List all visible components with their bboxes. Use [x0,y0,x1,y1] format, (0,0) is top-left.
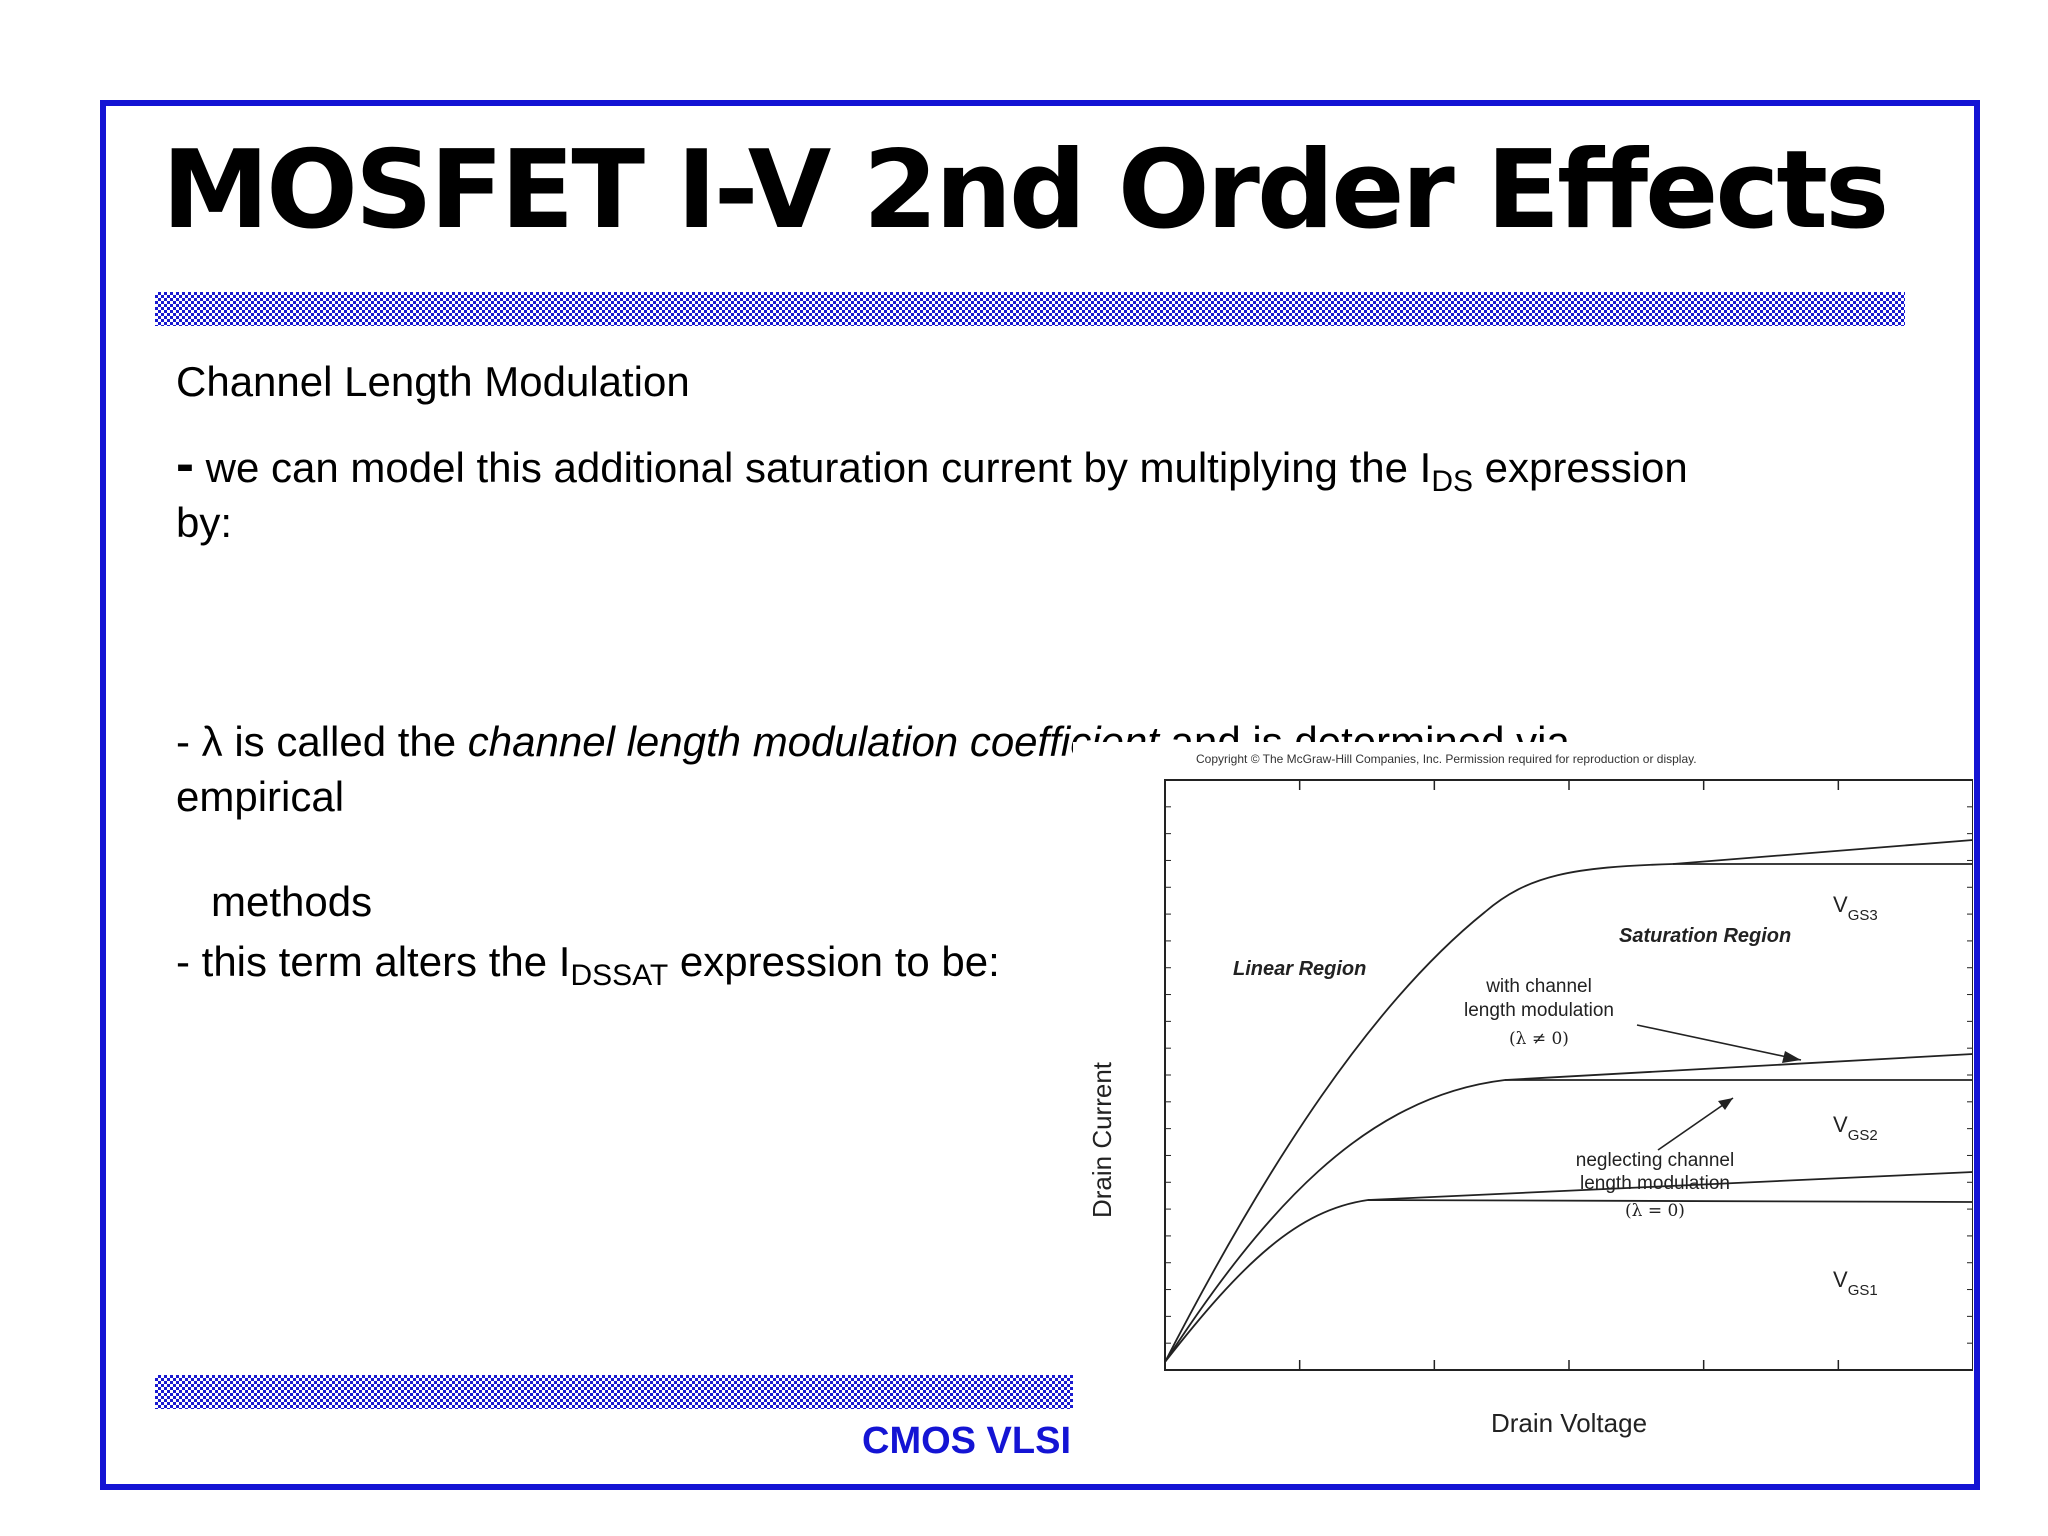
model-line-continuation: by: [176,498,232,548]
top-checker-band [155,292,1905,326]
vgs2-label: VGS2 [1833,1112,1878,1144]
lambda-continuation-1: empirical [176,772,344,822]
linear-region-label: Linear Region [1233,958,1366,980]
alter-post: expression to be: [668,938,1000,985]
neglect-clm-label-1: neglecting channel [1576,1150,1734,1171]
lambda-continuation-2: methods [176,827,372,928]
section-heading: Channel Length Modulation [176,357,690,407]
copyright-text: Copyright © The McGraw-Hill Companies, I… [1196,752,1697,766]
x-axis-label: Drain Voltage [1491,1408,1647,1438]
arrow-with-clm [1636,1024,1802,1061]
saturation-region-label: Saturation Region [1619,925,1791,947]
idssat-subscript: DSSAT [570,959,669,992]
vgs2-label-main: V [1833,1112,1848,1137]
alter-pre: - this term alters the I [176,938,571,985]
vgs3-label-main: V [1833,892,1848,917]
arrow-neglect-clm [1657,1097,1734,1151]
slide-title: MOSFET I-V 2nd Order Effects [161,128,1890,253]
vgs2-curve-lambda-nonzero [1504,1053,1973,1081]
neglect-clm-label-3: (λ = 0) [1625,1201,1685,1221]
bullet-dash: - [176,434,194,494]
vgs1-curve-lambda-nonzero [1367,1171,1973,1201]
lambda-methods: methods [199,878,373,926]
arrow-with-clm-head [1782,1051,1801,1063]
y-axis-label: Drain Current [1087,1061,1117,1218]
alter-line: - this term alters the IDSSAT expression… [176,937,1000,992]
vgs2-label-sub: GS2 [1848,1127,1878,1144]
lambda-empirical: empirical [176,773,345,820]
iv-curve-svg: Copyright © The McGraw-Hill Companies, I… [1087,752,1973,1438]
arrow-neglect-clm-head [1718,1098,1733,1110]
iv-curve-figure: Copyright © The McGraw-Hill Companies, I… [1073,742,1973,1467]
plot-ticks [1165,780,1973,1370]
vgs3-label: VGS3 [1833,892,1878,924]
lambda-pre: - λ is called the [176,718,468,765]
vgs2-curve-lambda-zero [1164,1079,1973,1363]
with-clm-label-3: (λ ≠ 0) [1509,1029,1569,1049]
vgs1-label-sub: GS1 [1848,1282,1878,1299]
neglect-clm-label-2: length modulation [1580,1173,1730,1194]
with-clm-label-1: with channel [1485,976,1592,997]
vgs1-label: VGS1 [1833,1267,1878,1299]
vgs3-label-sub: GS3 [1848,907,1878,924]
model-line-by: by: [176,499,233,546]
ids-subscript: DS [1431,465,1473,498]
bottom-checker-band [155,1375,1077,1409]
model-line-end: expression [1473,444,1688,491]
section-heading-text: Channel Length Modulation [176,358,690,405]
lambda-term: channel length modulation coefficient [467,718,1159,765]
vgs1-curve-lambda-zero [1164,1199,1973,1363]
vgs3-curve-lambda-zero [1164,863,1973,1363]
vgs1-label-main: V [1833,1267,1848,1292]
model-line: - we can model this additional saturatio… [176,432,1688,498]
model-line-text: we can model this additional saturation … [205,444,1432,491]
with-clm-label-2: length modulation [1464,1000,1614,1021]
vgs3-curve-lambda-nonzero [1672,839,1973,865]
